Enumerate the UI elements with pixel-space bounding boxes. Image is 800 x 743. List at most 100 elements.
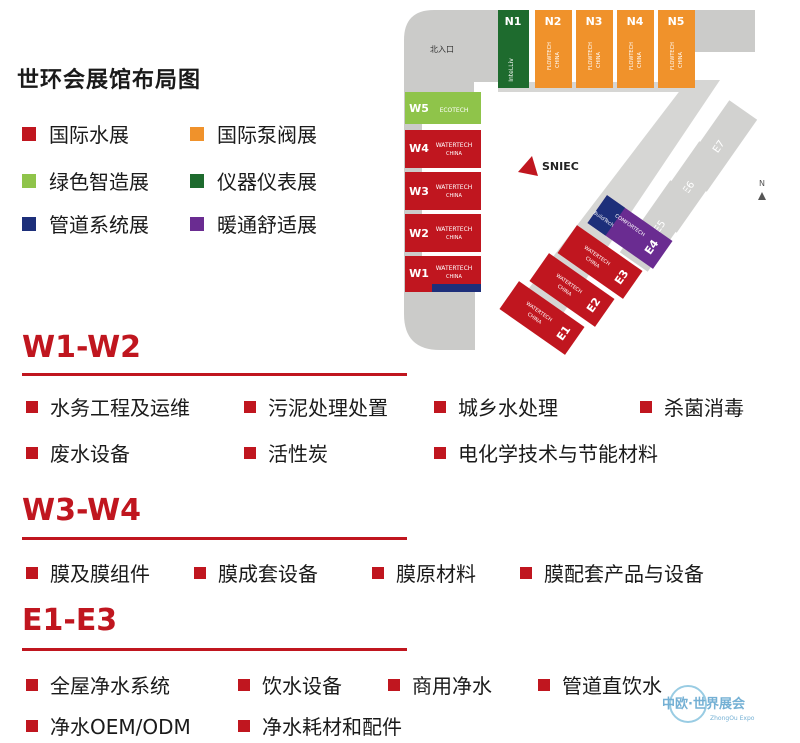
southwest-corridor [404, 292, 475, 350]
watermark-logo: 中欧·世界展会 ZhongOu Expo [662, 685, 755, 723]
svg-text:W2: W2 [409, 227, 429, 240]
list-item: 全屋净水系统 [26, 670, 170, 699]
list-item: 杀菌消毒 [640, 392, 744, 421]
svg-text:ECOTECH: ECOTECH [440, 107, 469, 114]
legend-label: 国际水展 [49, 123, 129, 147]
legend-swatch [190, 216, 204, 231]
venue-map: 北入口 N1 InteLLiv N2 FLOWTECH CHINA N3 FLO… [404, 10, 766, 355]
svg-text:CHINA: CHINA [446, 235, 462, 241]
sniec-logo: SNIEC [518, 156, 579, 176]
sniec-logo-icon [518, 156, 538, 176]
svg-text:W3: W3 [409, 185, 429, 198]
north-entrance-label: 北入口 [430, 45, 454, 54]
list-item: 城乡水处理 [434, 392, 558, 421]
hall-e3[interactable]: WATERTECH CHINA E3 [557, 225, 643, 299]
section-title-e1-e3: E1-E3 [22, 603, 118, 638]
svg-text:CHINA: CHINA [555, 52, 561, 68]
svg-text:ZhongOu Expo: ZhongOu Expo [710, 715, 755, 722]
section-divider [22, 373, 407, 376]
svg-text:W5: W5 [409, 102, 429, 115]
list-item: 管道直饮水 [538, 670, 662, 699]
svg-text:InteLLiv: InteLLiv [508, 58, 515, 82]
svg-text:N4: N4 [627, 15, 644, 28]
list-item: 商用净水 [388, 670, 492, 699]
bullet-icon [434, 400, 446, 413]
legend-label: 暖通舒适展 [217, 213, 317, 237]
bullet-icon [26, 678, 38, 691]
hall-n2[interactable]: N2 FLOWTECH CHINA [535, 10, 572, 88]
bullet-icon [194, 566, 206, 579]
svg-text:CHINA: CHINA [446, 274, 462, 280]
bullet-icon [244, 446, 256, 459]
bullet-icon [26, 719, 38, 732]
svg-text:W4: W4 [409, 142, 429, 155]
list-item: 膜配套产品与设备 [520, 558, 704, 587]
hall-w2[interactable]: W2 WATERTECH CHINA [405, 214, 481, 252]
hall-w3[interactable]: W3 WATERTECH CHINA [405, 172, 481, 210]
hall-n5[interactable]: N5 FLOWTECH CHINA [658, 10, 695, 88]
svg-text:N3: N3 [586, 15, 603, 28]
legend-item-hvac: 暖通舒适展 [190, 209, 317, 238]
bullet-icon [238, 678, 250, 691]
legend-swatch [190, 173, 204, 188]
svg-text:N: N [759, 179, 765, 188]
section-title-w1-w2: W1-W2 [22, 330, 142, 365]
list-item: 水务工程及运维 [26, 392, 190, 421]
list-item: 净水OEM/ODM [26, 711, 191, 740]
hall-w1[interactable]: W1 WATERTECH CHINA [405, 256, 481, 292]
bullet-icon [244, 400, 256, 413]
svg-text:W1: W1 [409, 267, 429, 280]
hall-e2[interactable]: WATERTECH CHINA E2 [529, 253, 615, 327]
list-item: 废水设备 [26, 438, 130, 467]
legend-item-instrument: 仪器仪表展 [190, 166, 317, 195]
legend-item-pump-valve: 国际泵阀展 [190, 119, 317, 148]
svg-text:FLOWTECH: FLOWTECH [547, 42, 553, 70]
legend-item-green-manufacturing: 绿色智造展 [22, 166, 149, 195]
hall-n1[interactable]: N1 InteLLiv [498, 10, 529, 88]
bullet-icon [26, 446, 38, 459]
hall-w4[interactable]: W4 WATERTECH CHINA [405, 130, 481, 168]
svg-text:CHINA: CHINA [446, 151, 462, 157]
hall-n3[interactable]: N3 FLOWTECH CHINA [576, 10, 613, 88]
section-title-w3-w4: W3-W4 [22, 493, 142, 528]
bullet-icon [238, 719, 250, 732]
svg-text:CHINA: CHINA [596, 52, 602, 68]
bullet-icon [26, 400, 38, 413]
list-item: 膜及膜组件 [26, 558, 150, 587]
svg-text:WATERTECH: WATERTECH [436, 184, 473, 191]
bullet-icon [434, 446, 446, 459]
legend-swatch [190, 126, 204, 141]
bullet-icon [520, 566, 532, 579]
list-item: 电化学技术与节能材料 [434, 438, 658, 467]
svg-text:N1: N1 [505, 15, 522, 28]
list-item: 活性炭 [244, 438, 328, 467]
svg-text:FLOWTECH: FLOWTECH [670, 42, 676, 70]
north-arrow-icon: N [758, 179, 766, 200]
bullet-icon [372, 566, 384, 579]
hall-n4[interactable]: N4 FLOWTECH CHINA [617, 10, 654, 88]
legend-swatch [22, 126, 36, 141]
globe-icon [669, 685, 707, 723]
svg-text:CHINA: CHINA [446, 193, 462, 199]
svg-text:WATERTECH: WATERTECH [436, 142, 473, 149]
legend-label: 绿色智造展 [49, 170, 149, 194]
bullet-icon [538, 678, 550, 691]
northeast-block [695, 10, 755, 52]
svg-text:N5: N5 [668, 15, 685, 28]
legend-swatch [22, 216, 36, 231]
legend-item-pipe-system: 管道系统展 [22, 209, 149, 238]
svg-text:N2: N2 [545, 15, 562, 28]
bullet-icon [640, 400, 652, 413]
legend-label: 国际泵阀展 [217, 123, 317, 147]
svg-text:SNIEC: SNIEC [542, 160, 579, 173]
hall-w5[interactable]: W5 ECOTECH [405, 92, 481, 124]
list-item: 膜成套设备 [194, 558, 318, 587]
page-title: 世环会展馆布局图 [17, 68, 202, 93]
section-divider [22, 537, 407, 540]
section-divider [22, 648, 407, 651]
hall-e1[interactable]: WATERTECH CHINA E1 [499, 281, 585, 355]
list-item: 污泥处理处置 [244, 392, 388, 421]
legend-item-water: 国际水展 [22, 119, 129, 148]
bullet-icon [26, 566, 38, 579]
svg-text:WATERTECH: WATERTECH [436, 265, 473, 272]
